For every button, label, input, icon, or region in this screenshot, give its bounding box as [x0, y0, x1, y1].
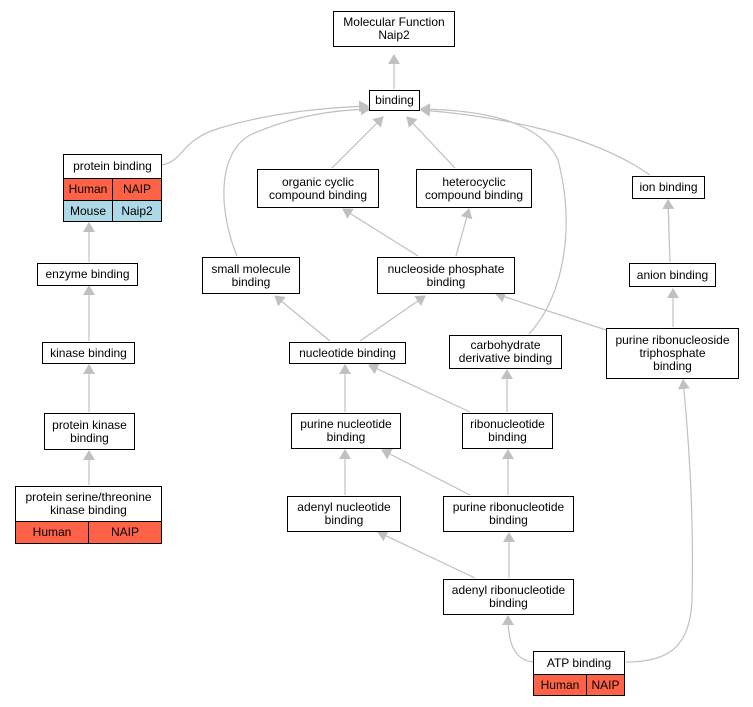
node-ion-binding[interactable]: ion binding: [632, 176, 705, 199]
annotation-row-mouse: Mouse Naip2: [64, 200, 161, 221]
edge-hetero-to-binding: [406, 116, 456, 169]
edge-purine-rnt-to-nuc-phos: [495, 291, 607, 331]
edge-protein-binding-to-binding: [161, 100, 369, 166]
node-label: adenyl ribonucleotide binding: [451, 583, 566, 610]
node-label: enzyme binding: [45, 267, 130, 281]
node-label: ribonucleotide binding: [470, 417, 545, 444]
node-label: adenyl nucleotide binding: [297, 500, 391, 527]
node-protein-serine-threonine[interactable]: protein serine/threonine kinase binding …: [15, 486, 162, 544]
species-cell: Human: [16, 522, 88, 543]
node-label: organic cyclic compound binding: [268, 174, 368, 202]
node-label: anion binding: [636, 267, 709, 282]
node-adenyl-ribonucleotide[interactable]: adenyl ribonucleotide binding: [443, 579, 574, 615]
species-cell: Human: [64, 179, 112, 200]
edge-purine-ribo-to-purine-nuc: [381, 448, 471, 496]
node-label: protein serine/threonine kinase binding: [25, 490, 152, 517]
node-label: kinase binding: [50, 345, 127, 360]
node-label: protein binding: [73, 159, 152, 173]
edge-atp-to-purine-rnt: [625, 379, 694, 663]
node-enzyme-binding[interactable]: enzyme binding: [37, 263, 138, 286]
annotation-row-human: Human NAIP: [534, 674, 624, 695]
node-ribonucleotide[interactable]: ribonucleotide binding: [462, 413, 553, 449]
species-cell: Human: [534, 675, 586, 695]
edge-small-mol-to-binding: [223, 103, 371, 257]
edge-adenyl-ribo-to-adenyl-nuc: [377, 530, 476, 579]
edge-organic-to-binding: [331, 116, 384, 169]
node-nucleoside-phosphate[interactable]: nucleoside phosphate binding: [377, 257, 515, 294]
node-anion-binding[interactable]: anion binding: [629, 263, 716, 287]
node-molecular-function[interactable]: Molecular Function Naip2: [333, 11, 455, 47]
node-label: nucleotide binding: [299, 345, 396, 360]
node-adenyl-nucleotide[interactable]: adenyl nucleotide binding: [287, 496, 401, 532]
node-purine-ribonucleotide[interactable]: purine ribonucleotide binding: [443, 496, 574, 532]
node-label: purine nucleotide binding: [300, 417, 392, 444]
node-small-molecule[interactable]: small molecule binding: [202, 257, 300, 294]
node-binding[interactable]: binding: [369, 90, 420, 111]
gene-cell: NAIP: [585, 675, 624, 695]
node-label: small molecule binding: [211, 261, 291, 289]
node-label: ATP binding: [546, 655, 612, 670]
node-carbohydrate-derivative[interactable]: carbohydrate derivative binding: [449, 335, 562, 369]
node-heterocyclic[interactable]: heterocyclic compound binding: [416, 169, 532, 208]
edge-nucleotide-to-small-mol: [274, 295, 331, 342]
node-protein-kinase-binding[interactable]: protein kinase binding: [44, 413, 135, 450]
gene-cell: NAIP: [88, 522, 161, 543]
edge-ribonuc-to-nucleotide: [368, 363, 471, 413]
node-nucleotide-binding[interactable]: nucleotide binding: [289, 342, 406, 364]
edge-atp-to-adenyl-ribo: [502, 615, 534, 663]
node-label: purine ribonucleoside triphosphate bindi…: [615, 333, 730, 373]
node-label: Molecular Function Naip2: [343, 15, 445, 42]
node-protein-binding[interactable]: protein binding Human NAIP Mouse Naip2: [63, 154, 162, 222]
node-label: binding: [375, 93, 414, 107]
node-label: carbohydrate derivative binding: [458, 338, 553, 365]
node-organic-cyclic[interactable]: organic cyclic compound binding: [257, 169, 379, 208]
node-label: protein kinase binding: [52, 417, 127, 445]
species-cell: Mouse: [64, 201, 112, 221]
annotation-row-human: Human NAIP: [64, 178, 161, 200]
annotation-row-human: Human NAIP: [16, 521, 161, 543]
node-label: heterocyclic compound binding: [424, 174, 524, 202]
node-purine-nucleotide[interactable]: purine nucleotide binding: [291, 413, 401, 449]
edge-nuc-phos-to-hetero: [455, 208, 473, 257]
node-label: nucleoside phosphate binding: [387, 261, 505, 289]
gene-cell: NAIP: [112, 179, 161, 200]
edge-anion-to-ion: [662, 199, 675, 263]
edge-carb-to-binding: [420, 103, 567, 335]
gene-cell: Naip2: [112, 201, 161, 221]
node-atp-binding[interactable]: ATP binding Human NAIP: [533, 651, 625, 696]
node-label: ion binding: [639, 180, 698, 194]
node-kinase-binding[interactable]: kinase binding: [42, 342, 135, 364]
node-purine-ribonucleoside-triphosphate[interactable]: purine ribonucleoside triphosphate bindi…: [606, 328, 739, 379]
edge-ion-to-binding: [420, 104, 651, 176]
node-label: purine ribonucleotide binding: [452, 500, 565, 527]
edge-nuc-phos-to-organic: [342, 208, 419, 257]
edge-nucleotide-to-nuc-phos: [359, 295, 426, 342]
